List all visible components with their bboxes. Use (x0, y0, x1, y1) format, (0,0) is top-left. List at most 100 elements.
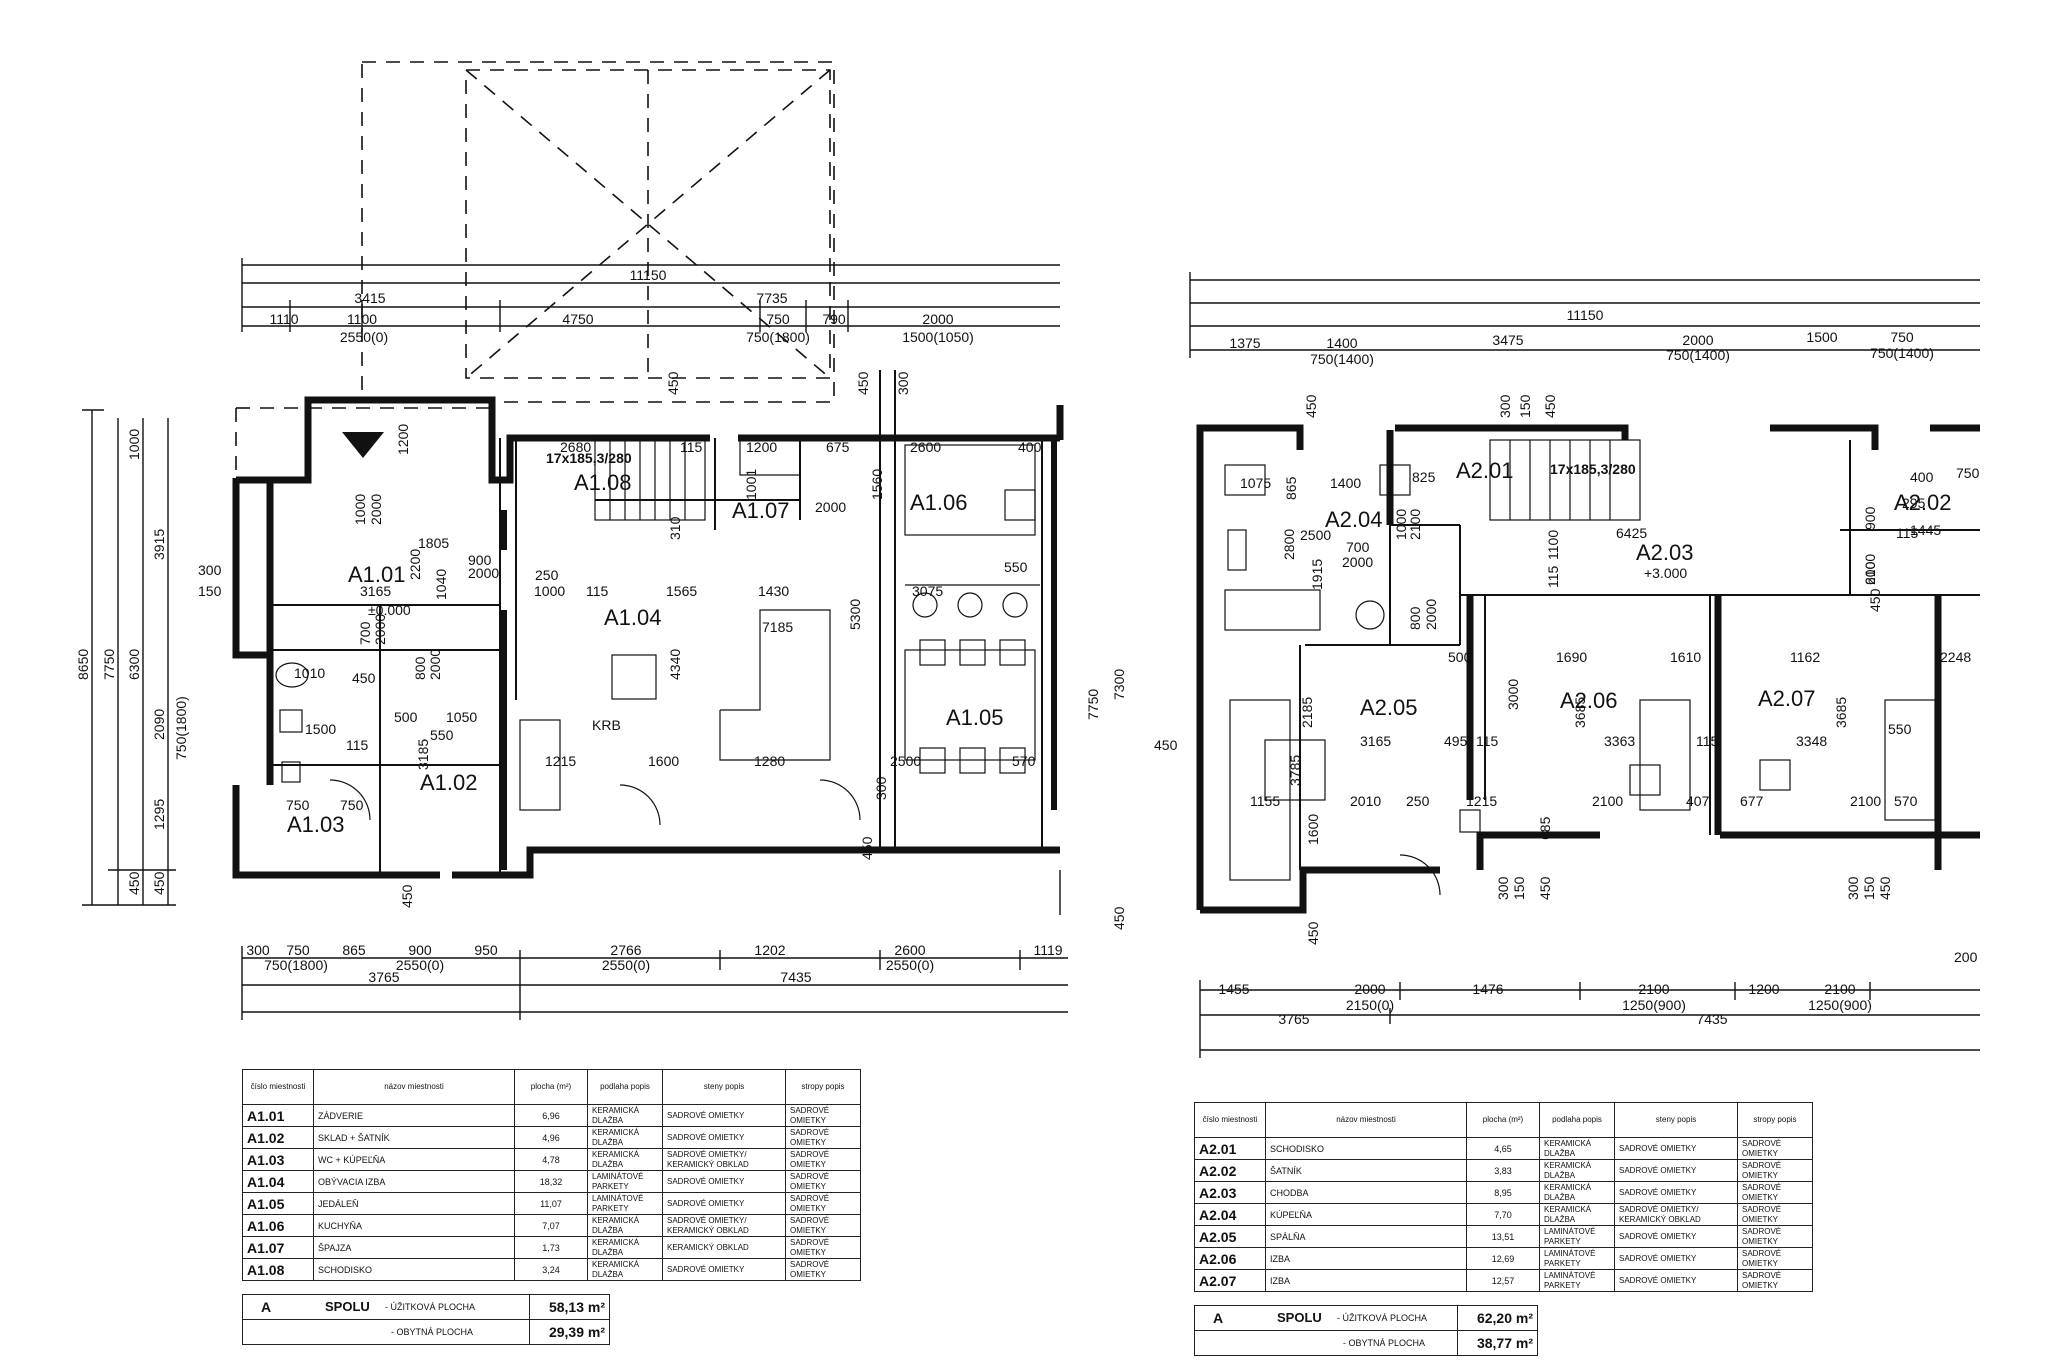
col-header: stropy popis (785, 1069, 861, 1105)
inner-dim: 685 (1537, 816, 1553, 840)
wall-finish: SADROVÉ OMIETKY (1614, 1269, 1738, 1292)
dim-top: 3415 (354, 290, 385, 306)
room-area: 7,70 (1466, 1203, 1540, 1226)
wall-finish: SADROVÉ OMIETKY (1614, 1181, 1738, 1204)
ceiling-finish: SADROVÉ OMIETKY (1737, 1225, 1813, 1248)
col-header: podlaha popis (1539, 1102, 1615, 1138)
dim-side: 450 (1154, 737, 1178, 753)
dim-bottom-sub: 2150(0) (1346, 997, 1394, 1013)
inner-dim: 150 (1861, 876, 1877, 900)
dim-top-sub: 750(1800) (746, 329, 810, 345)
dim-top: 790 (822, 311, 846, 327)
ceiling-finish: SADROVÉ OMIETKY (1737, 1137, 1813, 1160)
room-number: A2.06 (1194, 1247, 1266, 1270)
summary-spolu: SPOLU (325, 1299, 370, 1314)
room-area: 11,07 (514, 1192, 588, 1215)
room-label: A2.06 (1560, 688, 1618, 713)
dim-top: 1375 (1229, 335, 1260, 351)
dim-bottom-total: 7435 (780, 969, 811, 985)
dim-side: 200 (1954, 949, 1978, 965)
room-area: 3,24 (514, 1258, 588, 1281)
dim-bottom-sub: 2550(0) (396, 957, 444, 973)
floor-finish: KERAMICKÁ DLAŽBA (1539, 1181, 1615, 1204)
living-furniture (329, 609, 861, 826)
inner-dim: 700 (357, 621, 373, 645)
inner-dim: 2000 (368, 494, 384, 525)
summary-first: A SPOLU - ÚŽITKOVÁ PLOCHA 62,20 m² - OBY… (1194, 1305, 1538, 1356)
right-top-dimension-lines (1189, 272, 1980, 358)
floor-finish: LAMINÁTOVÉ PARKETY (587, 1192, 663, 1215)
dim-top: 1500 (1806, 329, 1837, 345)
ceiling-finish: SADROVÉ OMIETKY (1737, 1159, 1813, 1182)
inner-dim: 500 (394, 709, 418, 725)
room-name: ZÁDVERIE (313, 1104, 515, 1127)
ground-floor-labels: 11150 3415 7735 1110 1100 4750 750 790 2… (75, 267, 1127, 985)
dim-total-width: 11150 (630, 267, 667, 283)
entrance-arrow-icon (342, 432, 384, 458)
inner-dim: 1100 (1545, 530, 1561, 560)
floor-finish: LAMINÁTOVÉ PARKETY (1539, 1225, 1615, 1248)
inner-dim: 900 (468, 552, 492, 568)
inner-dim: 310 (667, 516, 683, 540)
dim-bottom: 2000 (1354, 981, 1385, 997)
dim-left: 7750 (101, 649, 117, 680)
inner-dim: 1445 (1910, 522, 1941, 538)
inner-dim: 900 (1862, 506, 1878, 530)
dim-bottom-sub: 750(1800) (264, 957, 328, 973)
room-area: 3,83 (1466, 1159, 1540, 1182)
inner-dim: 495 (1444, 733, 1468, 749)
room-label: A2.02 (1894, 490, 1952, 515)
room-area: 13,51 (1466, 1225, 1540, 1248)
room-number: A1.05 (242, 1192, 314, 1215)
dim-bottom: 750 (286, 942, 310, 958)
floor-finish: KERAMICKÁ DLAŽBA (587, 1126, 663, 1149)
inner-dim: 2248 (1940, 649, 1971, 665)
wall-finish: SADROVÉ OMIETKY (1614, 1247, 1738, 1270)
inner-dim: 800 (412, 656, 428, 680)
inner-dim: 1000 (352, 494, 368, 525)
dim-top: 4750 (562, 311, 593, 327)
inner-dim: 570 (1012, 753, 1036, 769)
room-number: A1.08 (242, 1258, 314, 1281)
inner-dim: 2680 (560, 439, 591, 455)
room-name: CHODBA (1265, 1181, 1467, 1204)
room-label: A1.08 (574, 470, 632, 495)
room-area: 4,65 (1466, 1137, 1540, 1160)
dim-vert: 300 (1497, 394, 1513, 418)
room-name: ŠATNÍK (1265, 1159, 1467, 1182)
dim-bottom: 900 (408, 942, 432, 958)
dim-left: 750(1800) (173, 696, 189, 760)
inner-dim: 2100 (1850, 793, 1881, 809)
inner-dim: 750 (340, 797, 364, 813)
inner-dim: 295 (1902, 495, 1926, 511)
inner-dim: 2100 (1862, 554, 1878, 585)
dim-left: 450 (151, 871, 167, 895)
room-number: A1.04 (242, 1170, 314, 1193)
dim-left: 6300 (126, 649, 142, 680)
room-name: JEDÁLEŇ (313, 1192, 515, 1215)
dim-vert: 450 (665, 371, 681, 395)
ceiling-finish: SADROVÉ OMIETKY (785, 1126, 861, 1149)
wall-finish: SADROVÉ OMIETKY/ KERAMICKÝ OBKLAD (662, 1214, 786, 1237)
room-label: A1.07 (732, 498, 790, 523)
dim-left: 2090 (151, 709, 167, 740)
wall-finish: SADROVÉ OMIETKY (662, 1170, 786, 1193)
inner-dim: 1915 (1309, 559, 1325, 590)
dim-top-sub: 1500(1050) (902, 329, 974, 345)
floor-finish: LAMINÁTOVÉ PARKETY (587, 1170, 663, 1193)
inner-dim: 3685 (1833, 697, 1849, 728)
dim-total-width: 11150 (1567, 307, 1604, 323)
inner-dim: 407 (1686, 793, 1710, 809)
wall-finish: KERAMICKÝ OBKLAD (662, 1236, 786, 1259)
floor-finish: LAMINÁTOVÉ PARKETY (1539, 1247, 1615, 1270)
inner-dim: 3785 (1287, 755, 1303, 786)
room-area: 12,57 (1466, 1269, 1540, 1292)
inner-dim: 500 (1448, 649, 1472, 665)
room-label: A2.07 (1758, 686, 1816, 711)
inner-dim: 450 (1537, 876, 1553, 900)
room-number: A1.06 (242, 1214, 314, 1237)
room-number: A1.03 (242, 1148, 314, 1171)
inner-dim: 1500 (305, 721, 336, 737)
floor-finish: KERAMICKÁ DLAŽBA (1539, 1159, 1615, 1182)
